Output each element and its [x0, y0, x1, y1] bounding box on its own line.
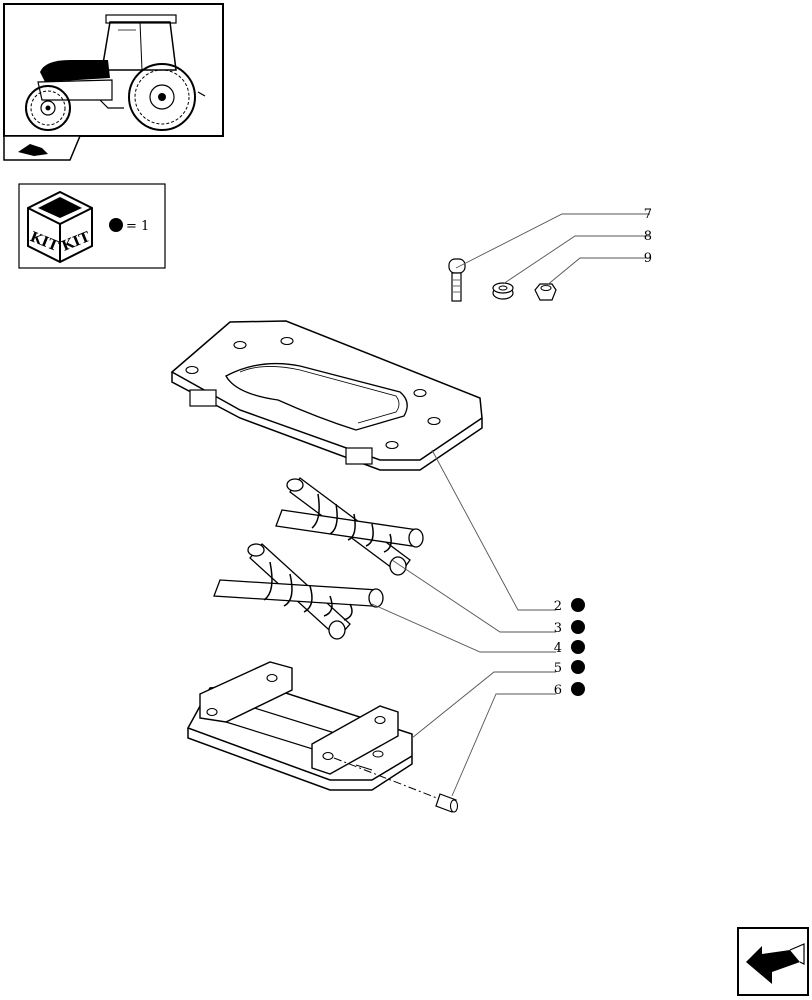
callout-3[interactable]: 3 [554, 621, 562, 636]
kit-legend: KIT KIT = 1 [18, 183, 166, 269]
kit-dot-icon [571, 640, 585, 654]
callout-4[interactable]: 4 [554, 641, 562, 656]
nut-part[interactable] [534, 283, 557, 301]
washer-part[interactable] [492, 282, 514, 300]
kit-dot-icon [571, 660, 585, 674]
top-plate-part[interactable] [170, 320, 483, 471]
kit-dot-icon [571, 682, 585, 696]
callout-labels: 7 8 9 2 3 4 5 6 [554, 207, 652, 698]
section-flag-icon[interactable] [3, 135, 82, 161]
callout-2[interactable]: 2 [554, 599, 562, 614]
bolt-part[interactable] [448, 258, 466, 302]
pin-part[interactable] [435, 793, 459, 813]
kit-dot-icon [571, 620, 585, 634]
base-bracket-part[interactable] [186, 661, 443, 801]
callout-9[interactable]: 9 [644, 251, 652, 266]
leader-lines [371, 213, 650, 797]
callout-5[interactable]: 5 [554, 661, 562, 676]
lower-hinge-part[interactable] [213, 543, 384, 640]
kit-dot-icon [571, 598, 585, 612]
kit-box-icon: KIT KIT [27, 190, 93, 264]
tractor-thumbnail[interactable] [3, 3, 224, 137]
callout-8[interactable]: 8 [644, 229, 652, 244]
callout-7[interactable]: 7 [644, 207, 652, 222]
kit-markers [571, 598, 585, 696]
kit-dot-icon [109, 218, 123, 232]
next-page-arrow-icon[interactable] [737, 927, 809, 996]
upper-hinge-part[interactable] [275, 477, 424, 576]
callout-6[interactable]: 6 [554, 683, 562, 698]
kit-equals-label: = 1 [126, 219, 149, 234]
